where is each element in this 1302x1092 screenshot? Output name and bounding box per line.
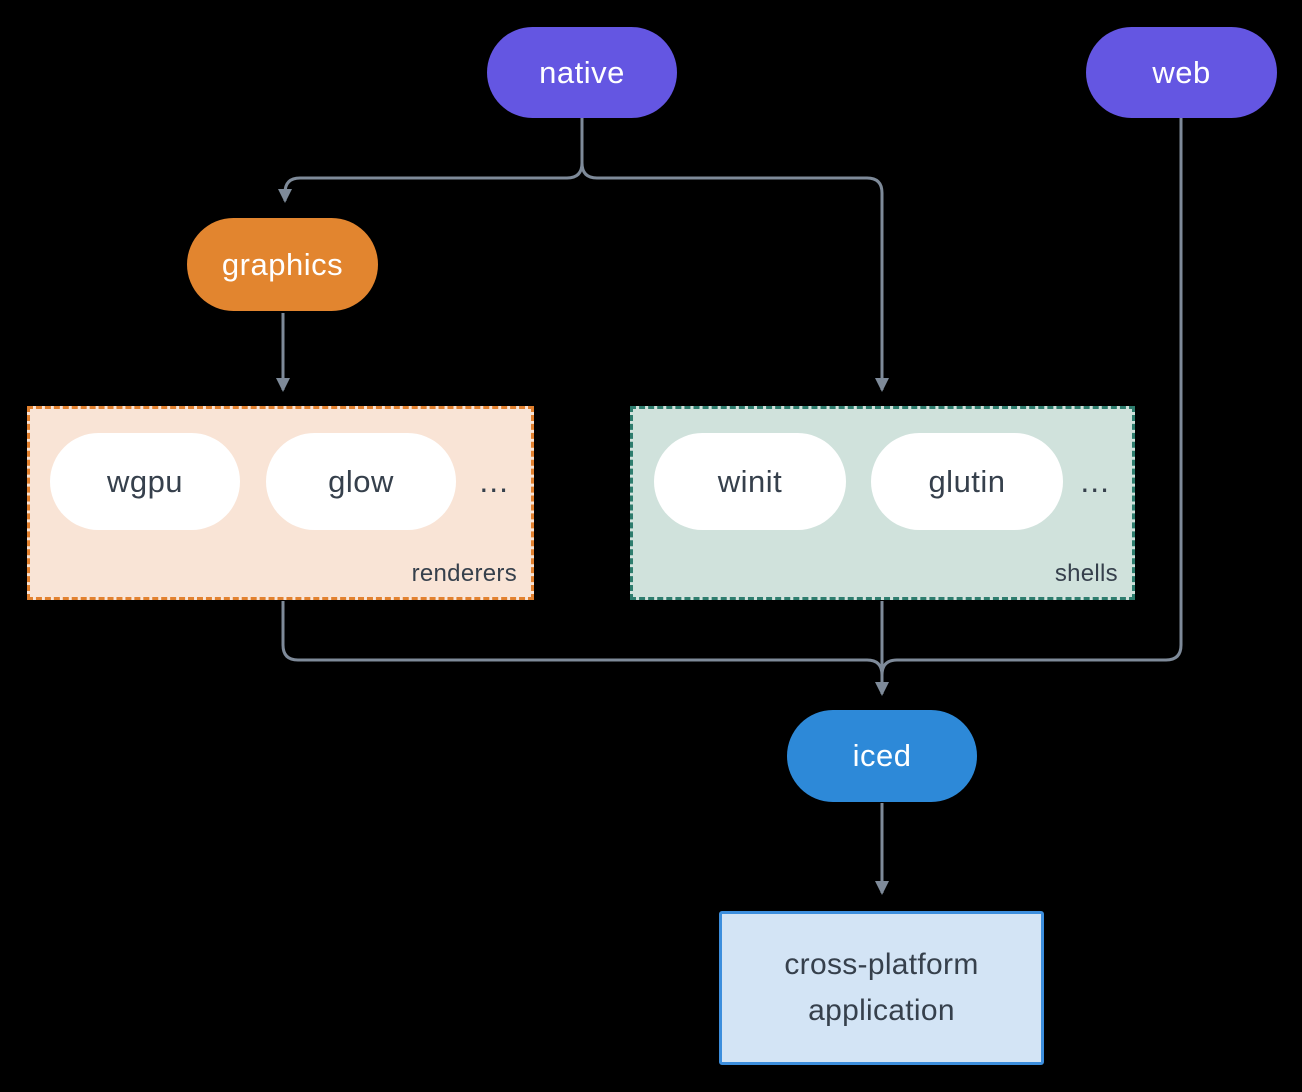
renderers-group-label: renderers [411, 560, 517, 587]
node-glow: glow [266, 433, 456, 530]
node-iced: iced [787, 710, 977, 802]
node-native-label: native [539, 54, 625, 90]
edge-renderers-junction [281, 601, 884, 680]
node-graphics-label: graphics [221, 246, 344, 282]
group-renderers: wgpu glow ... renderers [27, 406, 534, 600]
node-wgpu-label: wgpu [106, 463, 184, 499]
node-wgpu: wgpu [50, 433, 240, 530]
app-label-line2: application [808, 994, 955, 1027]
node-web: web [1086, 27, 1277, 118]
shells-group-label: shells [1054, 560, 1118, 587]
app-label-line1: cross-platform [784, 948, 979, 981]
node-glow-label: glow [328, 463, 394, 499]
shells-ellipsis: ... [1080, 463, 1110, 499]
node-native: native [487, 27, 677, 118]
node-cross-platform-application: cross-platform application [719, 911, 1044, 1065]
renderers-ellipsis: ... [479, 463, 509, 499]
node-winit-label: winit [717, 463, 783, 499]
node-graphics: graphics [187, 218, 378, 311]
edge-native-graphics [278, 118, 584, 203]
edge-native-shells [580, 118, 889, 392]
node-web-label: web [1152, 54, 1211, 90]
node-winit: winit [654, 433, 846, 530]
group-shells: winit glutin ... shells [630, 406, 1135, 600]
node-glutin-label: glutin [928, 463, 1006, 499]
node-iced-label: iced [852, 738, 912, 773]
node-glutin: glutin [871, 433, 1063, 530]
